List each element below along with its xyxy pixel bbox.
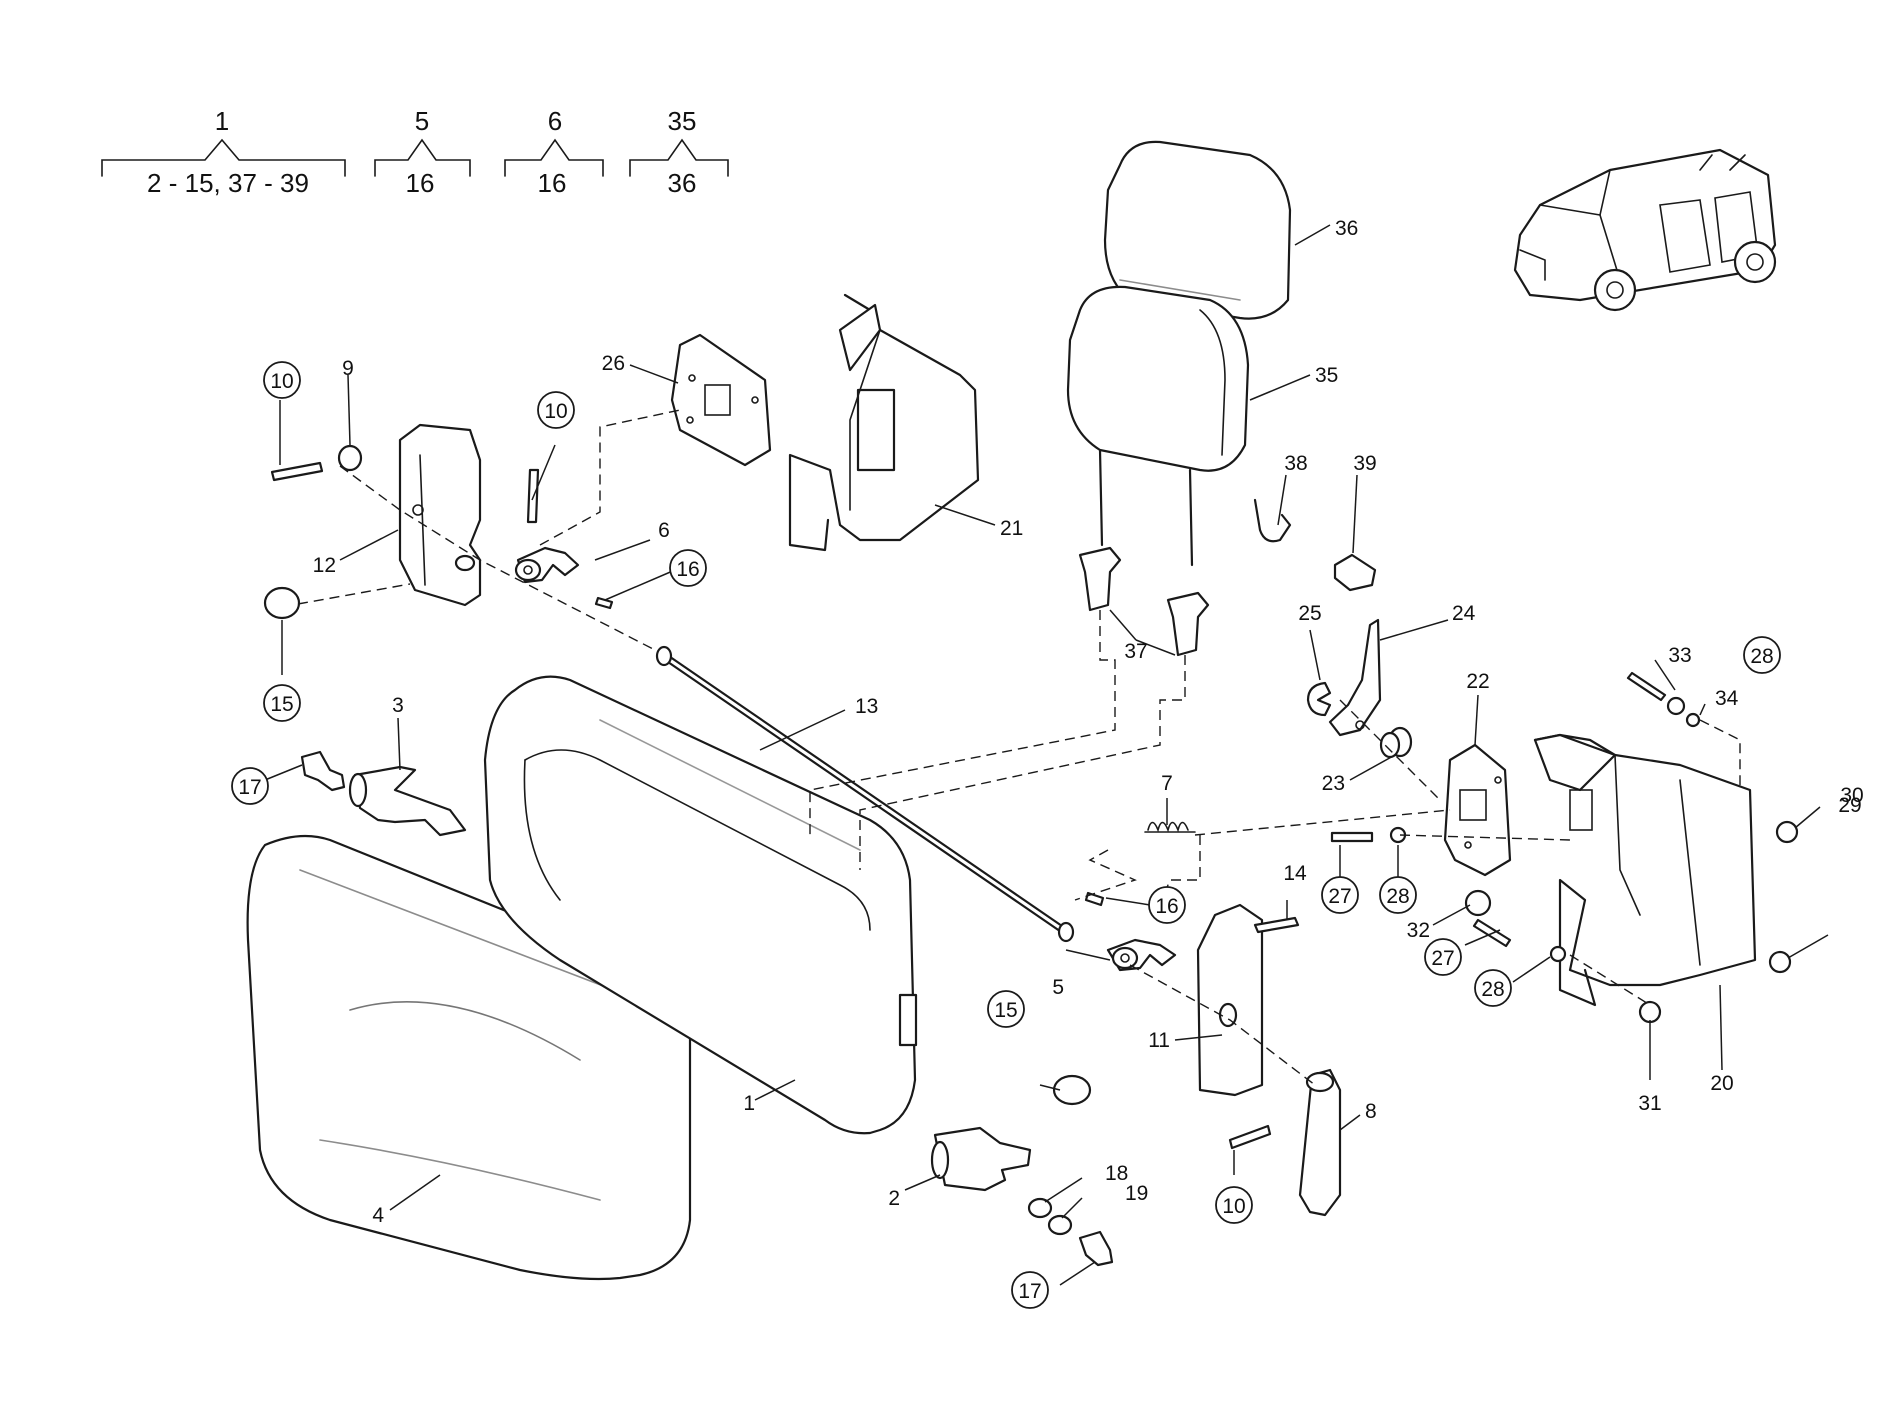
part-right-plate <box>1443 743 1512 877</box>
callout-23: 23 <box>1322 772 1345 795</box>
header-group-4-bottom: 36 <box>668 168 697 198</box>
part-hinge-5 <box>1106 938 1177 972</box>
callout-37: 37 <box>1124 640 1147 663</box>
callout-7: 7 <box>1161 772 1173 795</box>
callout-24: 24 <box>1452 602 1476 625</box>
header-group-1-top: 1 <box>215 106 229 136</box>
header-group-2-bottom: 16 <box>406 168 435 198</box>
callout-labels: 1 2 3 4 5 6 7 8 9 11 12 13 14 18 19 20 2… <box>313 217 1864 1227</box>
header-group-4: 35 36 <box>629 106 729 198</box>
part-lever <box>1328 618 1382 737</box>
part-small-plate <box>670 333 772 467</box>
callout-17-a: 17 <box>238 776 261 799</box>
callout-21: 21 <box>1000 517 1023 540</box>
callout-13: 13 <box>855 695 878 718</box>
header-group-2-top: 5 <box>415 106 429 136</box>
callout-2: 2 <box>888 1187 900 1210</box>
callout-4: 4 <box>372 1204 384 1227</box>
callout-16-a: 16 <box>676 558 699 581</box>
part-headrest <box>1066 285 1250 567</box>
callout-19: 19 <box>1125 1182 1148 1205</box>
header-group-3-bottom: 16 <box>538 168 567 198</box>
leader-lines <box>264 224 1829 1286</box>
callout-35: 35 <box>1315 364 1338 387</box>
callout-17-b: 17 <box>1018 1280 1041 1303</box>
part-left-bracket <box>398 423 482 607</box>
callout-11: 11 <box>1148 1029 1170 1052</box>
assembly-lines <box>297 409 1741 1086</box>
vehicle-thumbnail <box>1513 148 1777 312</box>
part-spring-23 <box>1379 726 1413 759</box>
callout-6: 6 <box>658 519 670 542</box>
callout-25: 25 <box>1298 602 1321 625</box>
small-hardware <box>263 444 1799 1267</box>
callout-8: 8 <box>1365 1100 1377 1123</box>
callout-12: 12 <box>313 554 336 577</box>
callout-28-c: 28 <box>1481 978 1504 1001</box>
part-handle <box>1298 1068 1342 1217</box>
callout-34: 34 <box>1715 687 1739 710</box>
part-side-bracket <box>1196 903 1264 1097</box>
part-seat-frame-right <box>1533 733 1757 1007</box>
callout-10-a: 10 <box>270 370 293 393</box>
callout-22: 22 <box>1466 670 1489 693</box>
callout-14: 14 <box>1283 862 1307 885</box>
callout-10-b: 10 <box>544 400 567 423</box>
header-group-3-top: 6 <box>548 106 562 136</box>
callout-15-b: 15 <box>994 999 1017 1022</box>
part-headrest-cover <box>1103 140 1292 320</box>
part-headrest-guides <box>1078 546 1210 657</box>
callout-31: 31 <box>1638 1092 1661 1115</box>
callout-18: 18 <box>1105 1162 1128 1185</box>
callout-29: 29 <box>1838 794 1861 817</box>
callout-16-b: 16 <box>1155 895 1178 918</box>
callout-5: 5 <box>1052 976 1064 999</box>
callout-38: 38 <box>1284 452 1307 475</box>
callout-33: 33 <box>1668 644 1691 667</box>
header-group-1-bottom: 2 - 15, 37 - 39 <box>147 168 309 198</box>
callout-39: 39 <box>1353 452 1376 475</box>
callout-1: 1 <box>743 1092 755 1115</box>
header-group-4-top: 35 <box>668 106 697 136</box>
callout-26: 26 <box>602 352 625 375</box>
callout-28-a: 28 <box>1750 645 1773 668</box>
callout-3: 3 <box>392 694 404 717</box>
callout-36: 36 <box>1335 217 1358 240</box>
part-hinge-6 <box>514 546 580 584</box>
part-pivot-3 <box>348 765 467 837</box>
part-pivot-2 <box>930 1126 1032 1192</box>
header-group-1: 1 2 - 15, 37 - 39 <box>101 106 346 198</box>
callout-27-b: 27 <box>1431 947 1454 970</box>
part-rod <box>655 645 1075 943</box>
part-seat-frame-left <box>788 293 980 552</box>
callout-28-b: 28 <box>1386 885 1409 908</box>
part-clip-38 <box>1253 498 1292 543</box>
callout-30: 30 <box>1840 784 1863 807</box>
header-group-3: 6 16 <box>504 106 604 198</box>
callout-32: 32 <box>1407 919 1430 942</box>
part-clip-39 <box>1333 553 1377 592</box>
callout-27-a: 27 <box>1328 885 1351 908</box>
callout-20: 20 <box>1710 1072 1733 1095</box>
callout-15-a: 15 <box>270 693 293 716</box>
part-seat-backrest <box>483 675 918 1135</box>
part-circlip <box>1306 681 1332 717</box>
callout-10-c: 10 <box>1222 1195 1245 1218</box>
header-group-2: 5 16 <box>374 106 471 198</box>
callout-9: 9 <box>342 357 354 380</box>
circled-callouts: 10 10 10 15 15 16 16 17 17 27 27 28 28 2… <box>231 361 1781 1309</box>
